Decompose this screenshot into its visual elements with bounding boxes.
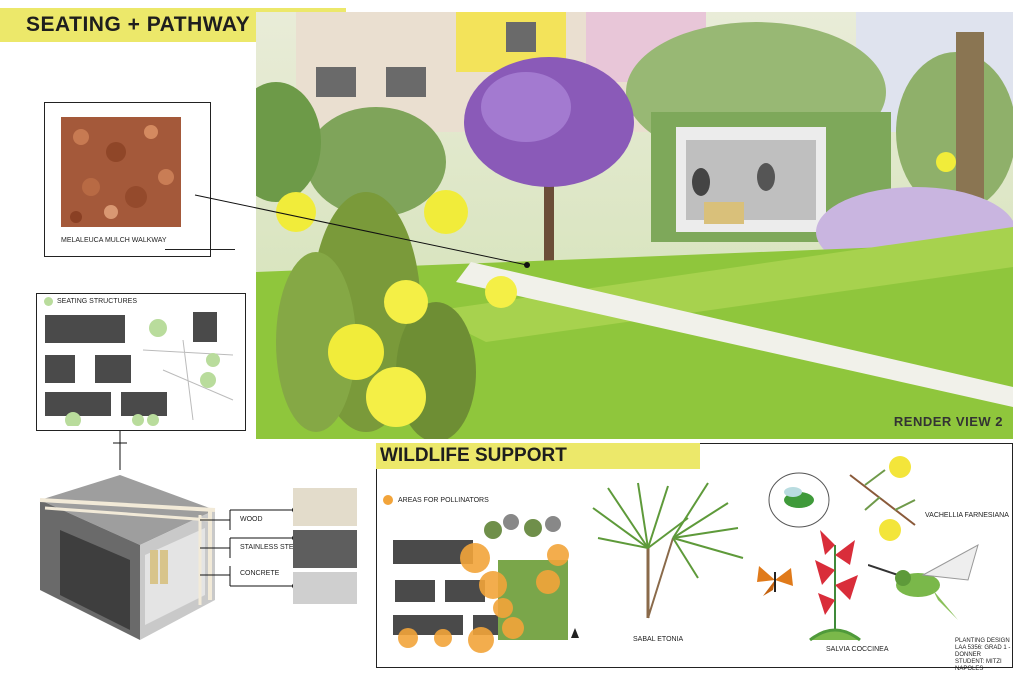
pollinator-swatch — [383, 495, 393, 505]
mulch-inset-box: MELALEUCA MULCH WALKWAY — [44, 102, 235, 257]
salvia-coccinea-illustration — [809, 530, 861, 642]
salvia-label: SALVIA COCCINEA — [826, 646, 889, 653]
material-label-steel: STAINLESS STEEL — [240, 544, 303, 551]
seating-structure-model — [39, 475, 216, 640]
butterfly-illustration — [757, 566, 793, 596]
seating-plan-drawing — [45, 312, 234, 426]
credit-line-3: STUDENT: MITZI NAPOLES — [955, 659, 1002, 672]
mulch-label: MELALEUCA MULCH WALKWAY — [61, 237, 167, 244]
sabal-label: SABAL ETONIA — [633, 636, 684, 643]
sabal-etonia-illustration — [592, 482, 744, 619]
seating-legend-label: SEATING STRUCTURES — [57, 298, 137, 305]
hummingbird-illustration — [868, 543, 979, 620]
credit-line-2: LAA 5356: GRAD 1 - DONNER — [955, 645, 1011, 658]
render-view-label: RENDER VIEW 2 — [893, 414, 1003, 429]
seating-marker-swatch — [44, 297, 53, 306]
pollinator-legend-label: AREAS FOR POLLINATORS — [398, 497, 489, 504]
scale-bar — [165, 249, 235, 250]
credits-block: PLANTING DESIGN LAA 5356: GRAD 1 - DONNE… — [955, 638, 1024, 673]
steel-swatch — [293, 530, 357, 568]
render-scene — [256, 12, 1013, 439]
vachellia-illustration — [849, 456, 916, 541]
concrete-swatch — [293, 572, 357, 604]
material-label-wood: WOOD — [240, 516, 263, 523]
vachellia-label: VACHELLIA FARNESIANA — [925, 512, 1009, 519]
wood-swatch — [293, 488, 357, 526]
credit-line-1: PLANTING DESIGN — [955, 638, 1010, 644]
mulch-texture-image — [61, 117, 181, 227]
section-title-wildlife: WILDLIFE SUPPORT — [376, 443, 700, 469]
material-label-concrete: CONCRETE — [240, 570, 280, 577]
render-view-illustration: RENDER VIEW 2 — [256, 12, 1013, 439]
bee-illustration — [768, 472, 830, 528]
pollinator-plan-drawing — [393, 514, 579, 653]
seating-plan-box: SEATING STRUCTURES — [36, 293, 246, 431]
